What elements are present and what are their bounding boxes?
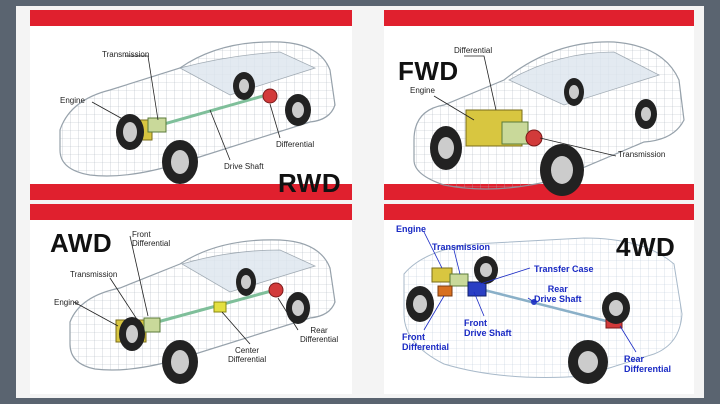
drivetrain-tag-rwd: RWD xyxy=(278,168,342,198)
label-transmission: Transmission xyxy=(432,242,491,252)
label-transmission: Transmission xyxy=(618,150,666,159)
label-rear-differential: Rear Differential xyxy=(624,354,672,374)
panel-bottom-bar xyxy=(30,184,352,200)
4wd-car-illustration xyxy=(403,231,683,384)
label-drive-shaft: Drive Shaft xyxy=(224,162,264,171)
panel-fwd: FWD Differential Engine Transmission xyxy=(384,10,694,200)
label-front-differential: Front Differential xyxy=(402,332,450,352)
fwd-car-illustration xyxy=(413,41,685,196)
label-rear-drive-shaft: Rear Drive Shaft xyxy=(534,284,582,304)
label-transfer-case: Transfer Case xyxy=(534,264,594,274)
panel-top-bar xyxy=(384,204,694,220)
awd-car-illustration xyxy=(69,235,336,384)
panel-top-bar xyxy=(30,204,352,220)
panel-4wd: Engine Transmission 4WD Transfer Case Re… xyxy=(384,204,694,394)
center-differential-unit xyxy=(213,301,227,313)
engine-block xyxy=(431,267,453,283)
label-differential: Differential xyxy=(454,46,493,55)
label-differential: Differential xyxy=(276,140,315,149)
panel-awd: AWD Front Differential Transmission Engi… xyxy=(30,204,352,394)
differential-unit xyxy=(525,129,543,147)
label-front-differential: Front Differential xyxy=(132,230,171,248)
label-engine: Engine xyxy=(54,298,79,307)
panel-top-bar xyxy=(30,10,352,26)
label-transmission: Transmission xyxy=(102,50,150,59)
transfer-case-unit xyxy=(467,281,487,297)
panel-top-bar xyxy=(384,10,694,26)
label-rear-differential: Rear Differential xyxy=(300,326,339,344)
label-engine: Engine xyxy=(396,224,427,234)
drivetrain-tag-4wd: 4WD xyxy=(616,232,676,262)
label-transmission: Transmission xyxy=(70,270,118,279)
label-engine: Engine xyxy=(410,86,435,95)
differential-unit xyxy=(268,282,284,298)
panel-rwd: Transmission Engine Differential Drive S… xyxy=(30,10,352,200)
differential-unit xyxy=(262,88,278,104)
label-engine: Engine xyxy=(60,96,85,105)
drivetrain-tag-awd: AWD xyxy=(50,228,113,258)
diagram-frame: Transmission Engine Differential Drive S… xyxy=(16,6,704,398)
rwd-car-illustration xyxy=(59,41,336,184)
label-center-differential: Center Differential xyxy=(228,346,267,364)
label-front-drive-shaft: Front Drive Shaft xyxy=(464,318,512,338)
drivetrain-tag-fwd: FWD xyxy=(398,56,459,86)
